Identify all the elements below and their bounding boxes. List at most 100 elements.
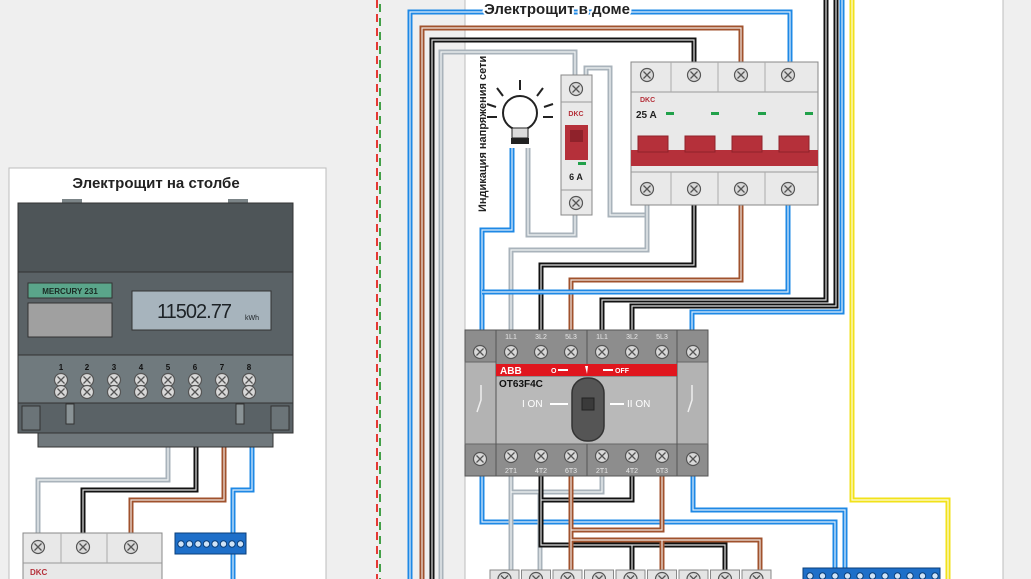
ats-brand: ABB: [500, 366, 522, 377]
bus-screw-icon: [856, 572, 864, 579]
bus-screw-icon: [918, 572, 927, 579]
screw-icon: [133, 384, 149, 400]
ats-pos-off: OFF: [615, 368, 630, 375]
wire-core: [431, 39, 695, 579]
bus-screw-icon: [868, 572, 877, 579]
wire-core: [440, 51, 576, 579]
meter-model-label: [27, 282, 113, 299]
pole-panel-title: Электрощит на столбе: [72, 175, 239, 192]
screw-icon: [654, 448, 670, 464]
screw-icon: [106, 372, 122, 388]
wire-core: [570, 476, 761, 579]
meter-terminal-number: 3: [112, 363, 117, 372]
wire-core: [130, 447, 225, 540]
meter-terminal-number: 6: [193, 363, 198, 372]
breaker-25a-4pole: DKC 25 A: [630, 61, 819, 206]
pole-breaker-brand: DKC: [30, 568, 48, 577]
wire-core: [631, 0, 837, 330]
ats-top-terminal-label: 3L2: [626, 334, 638, 341]
breaker-25a-rating: 25 A: [636, 110, 657, 121]
screw-icon: [624, 344, 640, 360]
screw-icon: [624, 448, 640, 464]
meter-display: [131, 290, 272, 331]
wire-core: [540, 205, 695, 330]
terminal-blocks: [489, 569, 772, 579]
screw-icon: [685, 344, 701, 360]
screw-icon: [160, 384, 176, 400]
breaker-6a-rating: 6 A: [569, 172, 583, 182]
meter-terminal-number: 8: [247, 363, 252, 372]
wire-core: [527, 148, 576, 236]
screw-icon: [214, 372, 230, 388]
bus-screw-icon: [906, 572, 914, 579]
wire-core: [481, 148, 513, 330]
meter-reading: 11502.77: [157, 301, 232, 323]
wire-core: [481, 476, 836, 570]
screw-icon: [594, 344, 610, 360]
breaker-6a: DKC 6 A: [560, 74, 593, 216]
wire-core: [482, 205, 789, 293]
indicator-label: Индикация напряжения сети: [477, 56, 489, 212]
ats-top-terminal-label: 1L1: [505, 334, 517, 341]
screw-icon: [472, 344, 488, 360]
meter-terminal-number: 4: [139, 363, 144, 372]
bus-screw-icon: [931, 572, 939, 579]
meter-unit: kWh: [245, 315, 259, 322]
screw-icon: [79, 384, 95, 400]
bus-screw-icon: [831, 572, 839, 579]
wire-core: [409, 11, 791, 579]
screw-icon: [214, 384, 230, 400]
meter-terminal-number: 1: [59, 363, 64, 372]
bus-screw-icon: [211, 540, 219, 548]
wire-core: [601, 0, 827, 330]
breaker-25a-brand: DKC: [640, 97, 655, 104]
neutral-bus-bar: [174, 532, 247, 555]
screw-icon: [241, 372, 257, 388]
neutral-bus-bar-house: [802, 567, 941, 579]
wires: [35, 0, 951, 579]
screw-icon: [533, 448, 549, 464]
pole-breaker: DKC: [22, 532, 163, 579]
bus-screw-icon: [881, 572, 889, 579]
bus-screw-icon: [177, 540, 185, 548]
bus-screw-icon: [893, 572, 902, 579]
wire-core: [851, 0, 949, 579]
wire-core: [692, 476, 846, 570]
ats-bottom-terminal-label: 6T3: [565, 468, 577, 475]
bus-screw-icon: [194, 540, 202, 548]
screw-icon: [53, 372, 69, 388]
breaker-6a-brand: DKC: [568, 111, 583, 118]
ats-bottom-terminal-label: 2T1: [505, 468, 517, 475]
ats-pos-one: I ON: [522, 399, 543, 410]
screw-icon: [133, 372, 149, 388]
bus-screw-icon: [236, 540, 245, 548]
screw-icon: [187, 384, 203, 400]
bus-screw-icon: [843, 572, 852, 579]
indicator-lamp-icon: [486, 80, 554, 144]
wire-core: [570, 205, 742, 330]
bus-screw-icon: [228, 540, 236, 548]
meter-terminal-number: 2: [85, 363, 90, 372]
screw-icon: [106, 384, 122, 400]
meter-terminal-number: 5: [166, 363, 171, 372]
house-panel-title: Электрощит в доме: [484, 1, 630, 18]
ats-top-terminal-label: 3L2: [535, 334, 547, 341]
screw-icon: [654, 344, 670, 360]
screw-icon: [472, 451, 488, 467]
ats-top-terminal-label: 1L1: [596, 334, 608, 341]
bus-screw-icon: [818, 572, 827, 579]
screw-icon: [563, 344, 579, 360]
ats-top-terminal-label: 5L3: [656, 334, 668, 341]
screw-icon: [79, 372, 95, 388]
screw-icon: [241, 384, 257, 400]
wire-core: [421, 27, 742, 579]
ats-model: OT63F4C: [499, 379, 543, 390]
wire-core: [82, 447, 197, 540]
ats-bottom-terminal-label: 4T2: [626, 468, 638, 475]
bus-screw-icon: [202, 540, 211, 548]
screw-icon: [594, 448, 610, 464]
ats-bottom-terminal-label: 2T1: [596, 468, 608, 475]
bus-screw-icon: [219, 540, 228, 548]
